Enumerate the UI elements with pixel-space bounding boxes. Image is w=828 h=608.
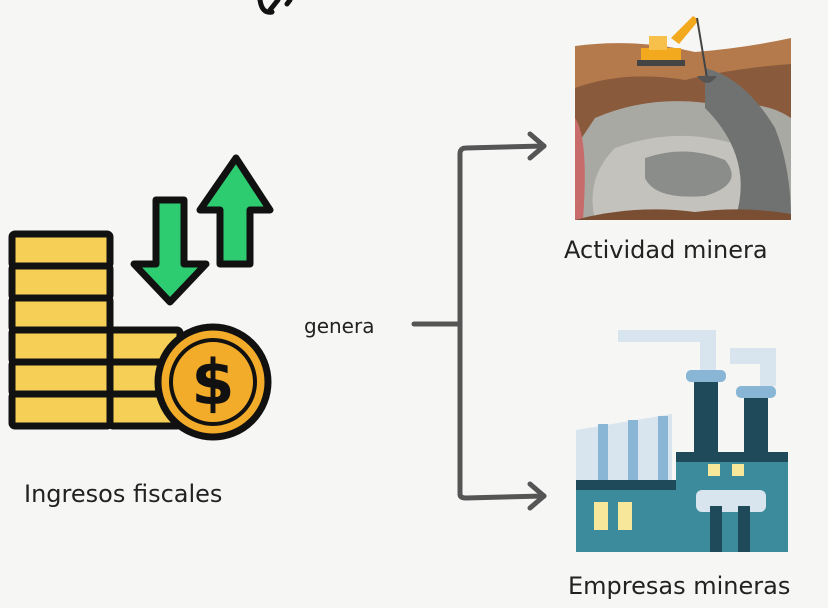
arrowheads: [527, 131, 547, 511]
connector-bracket: [411, 131, 547, 511]
factory-icon: [576, 330, 788, 552]
target-label-mining-activity: Actividad minera: [564, 236, 768, 264]
target-label-mining-companies: Empresas mineras: [568, 572, 791, 600]
svg-text:$: $: [191, 346, 234, 419]
open-pit-mine-icon: [575, 16, 791, 220]
relation-label: genera: [304, 314, 375, 338]
top-decoration: [257, 0, 293, 15]
coin-stack-dollar-arrows-icon: $: [8, 154, 274, 441]
source-label: Ingresos fiscales: [24, 480, 223, 508]
